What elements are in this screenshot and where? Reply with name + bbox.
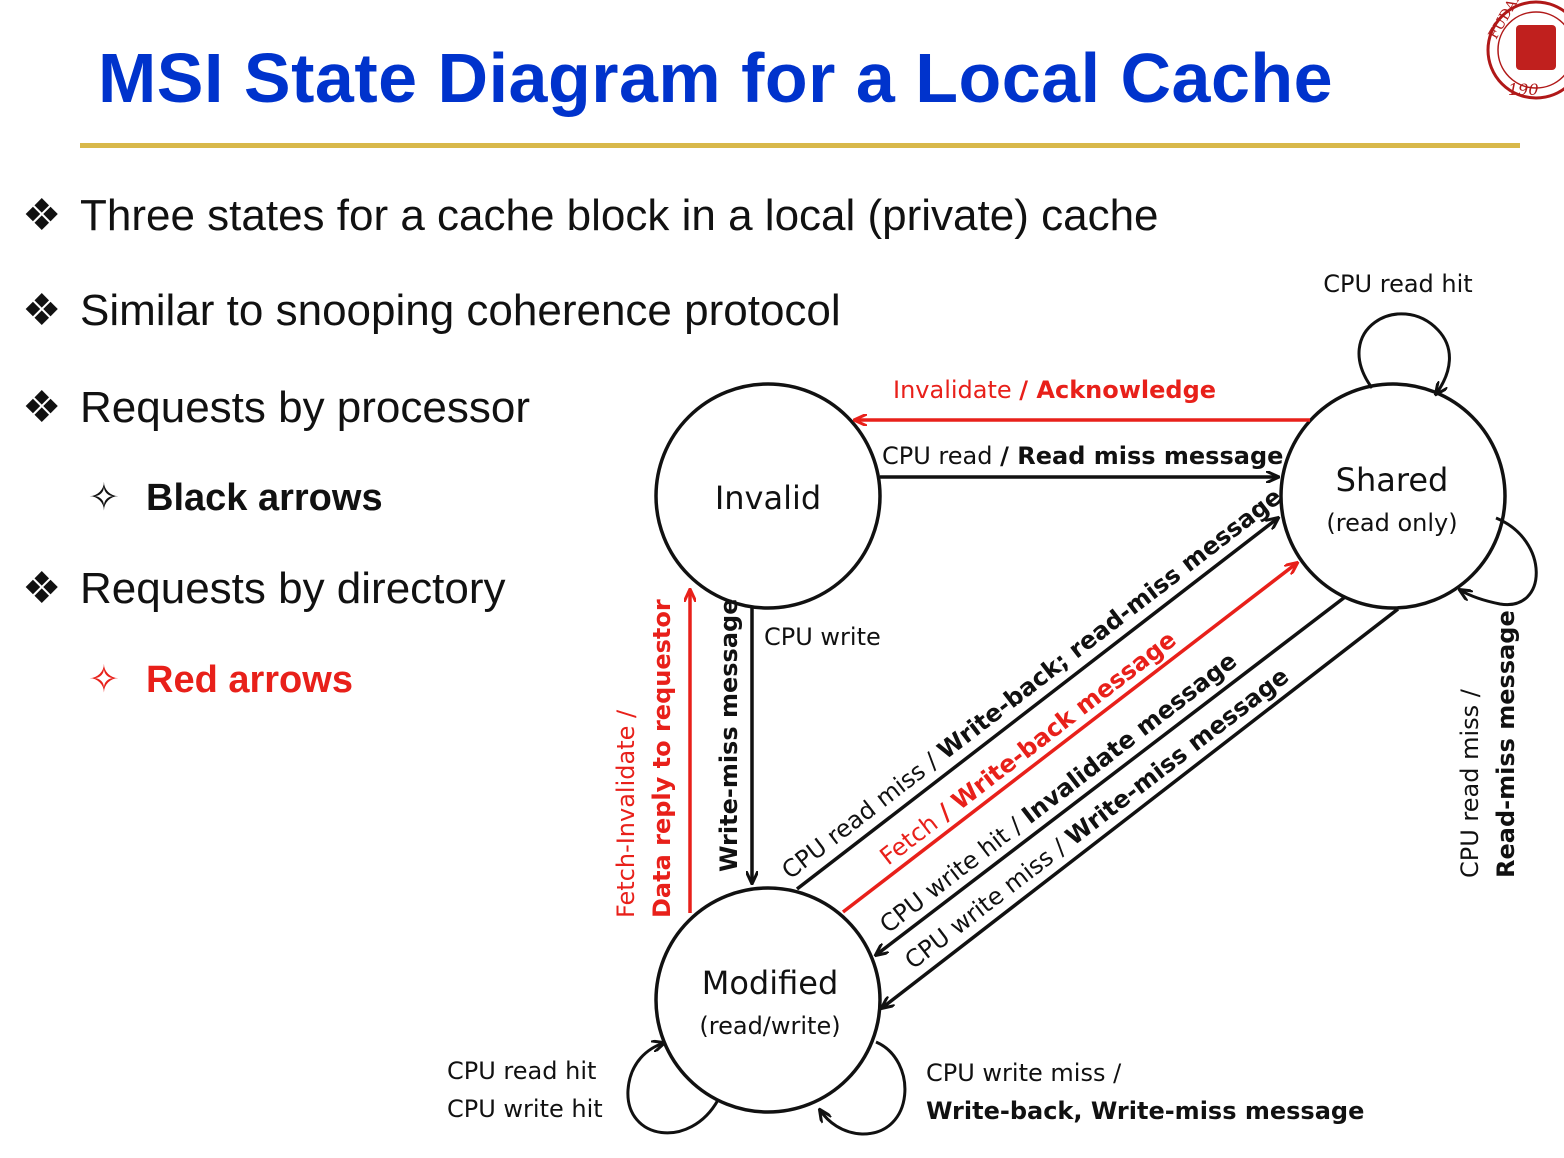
edge-shared-to-modified-writehit: [876, 595, 1347, 955]
state-modified-sublabel: (read/write): [699, 1012, 840, 1040]
edge-shared-self-right: [1460, 516, 1538, 607]
bullet-item: ❖Requests by processor: [22, 383, 530, 432]
edge-label-modified-self-right-event: CPU write miss /: [926, 1059, 1122, 1087]
edge-label-shared-to-modified-writehit: CPU write hit / Invalidate message: [875, 647, 1243, 939]
state-invalid: [654, 382, 882, 610]
edge-modified-self-right: [820, 1040, 907, 1136]
bullet-item: ❖Requests by directory: [22, 564, 506, 613]
edge-label-modified-to-invalid-action: Data reply to requestor: [648, 599, 676, 918]
diamond-bullet-icon: ❖: [22, 191, 62, 240]
edge-shared-self-top: [1357, 312, 1451, 394]
diamond-bullet-icon: ❖: [22, 383, 62, 432]
hollow-star-icon: ✧: [88, 659, 120, 701]
state-shared-label: Shared: [1336, 461, 1449, 499]
state-shared-sublabel: (read only): [1326, 509, 1457, 537]
page-title: MSI State Diagram for a Local Cache: [98, 39, 1334, 117]
edge-modified-to-shared-readmiss: [795, 518, 1278, 891]
edge-label-shared-self-top: CPU read hit: [1323, 270, 1472, 298]
edge-label-modified-self-left-line1: CPU read hit: [447, 1057, 596, 1085]
university-seal-logo: FUDAN 190: [1486, 0, 1564, 100]
edge-modified-self-left: [626, 1043, 720, 1135]
edge-label-shared-self-right-event: CPU read miss /: [1456, 688, 1484, 878]
edge-label-modified-to-invalid-event: Fetch-Invalidate /: [612, 709, 640, 918]
svg-text:190: 190: [1508, 80, 1539, 99]
edge-modified-to-shared-fetch: [841, 563, 1297, 914]
state-shared: [1279, 382, 1507, 610]
edge-label-shared-self-right-action: Read-miss message: [1492, 610, 1520, 878]
sub-bullet-black-arrows: ✧Black arrows: [88, 477, 383, 519]
title-divider: [80, 143, 1520, 148]
edge-label-modified-self-left-line2: CPU write hit: [447, 1095, 603, 1123]
bullet-item: ❖Three states for a cache block in a loc…: [22, 191, 1159, 240]
edge-label-invalid-to-modified-event: CPU write: [764, 623, 881, 651]
edge-label-invalid-to-modified-action: Write-miss message: [715, 599, 743, 873]
bullet-item: ❖Similar to snooping coherence protocol: [22, 286, 841, 335]
edge-label-modified-self-right-action: Write-back, Write-miss message: [926, 1097, 1364, 1125]
diamond-bullet-icon: ❖: [22, 286, 62, 335]
diamond-bullet-icon: ❖: [22, 564, 62, 613]
edge-label-invalid-to-shared: CPU read / Read miss message: [882, 442, 1283, 470]
state-modified-label: Modified: [702, 964, 839, 1002]
edge-label-shared-to-invalid: Invalidate / Acknowledge: [893, 376, 1216, 404]
edge-shared-to-modified-writemiss: [882, 607, 1400, 1008]
sub-bullet-red-arrows: ✧Red arrows: [88, 659, 353, 701]
state-invalid-label: Invalid: [715, 479, 821, 517]
hollow-star-icon: ✧: [88, 477, 120, 519]
